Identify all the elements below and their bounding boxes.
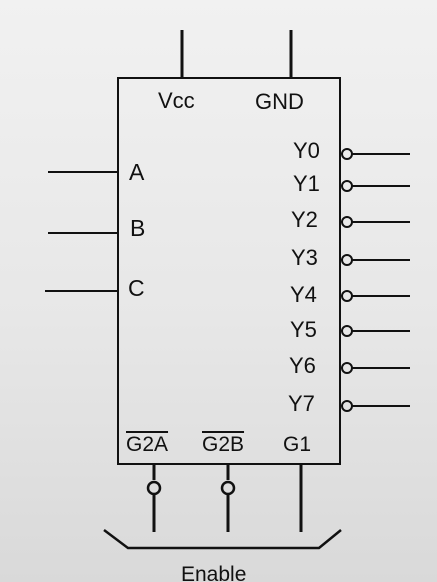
y0-inversion-bubble [341, 148, 353, 160]
gnd-label: GND [255, 89, 304, 114]
g2a-inversion-bubble [146, 480, 162, 496]
input-a-label: A [129, 159, 145, 185]
y2-label: Y2 [291, 207, 318, 232]
y7-label: Y7 [288, 391, 315, 416]
g2b-label: G2B [202, 433, 245, 456]
vcc-label: Vcc [158, 88, 195, 113]
g1-label: G1 [283, 433, 312, 456]
enable-label: Enable [181, 563, 247, 582]
output-pins [341, 148, 410, 412]
input-b-label: B [130, 215, 146, 241]
input-c-label: C [128, 275, 145, 301]
y6-inversion-bubble [341, 362, 353, 374]
y3-label: Y3 [291, 245, 318, 270]
y5-inversion-bubble [341, 325, 353, 337]
enable-group-bracket [103, 529, 342, 550]
y4-inversion-bubble [341, 290, 353, 302]
y3-inversion-bubble [341, 254, 353, 266]
g2a-label: G2A [126, 433, 169, 456]
y6-label: Y6 [289, 353, 316, 378]
enable-pins [146, 464, 303, 532]
y0-label: Y0 [293, 138, 320, 163]
y4-label: Y4 [290, 282, 317, 307]
y1-inversion-bubble [341, 180, 353, 192]
y7-inversion-bubble [341, 400, 353, 412]
g2b-inversion-bubble [220, 480, 236, 496]
y5-label: Y5 [290, 317, 317, 342]
y1-label: Y1 [293, 171, 320, 196]
y2-inversion-bubble [341, 216, 353, 228]
